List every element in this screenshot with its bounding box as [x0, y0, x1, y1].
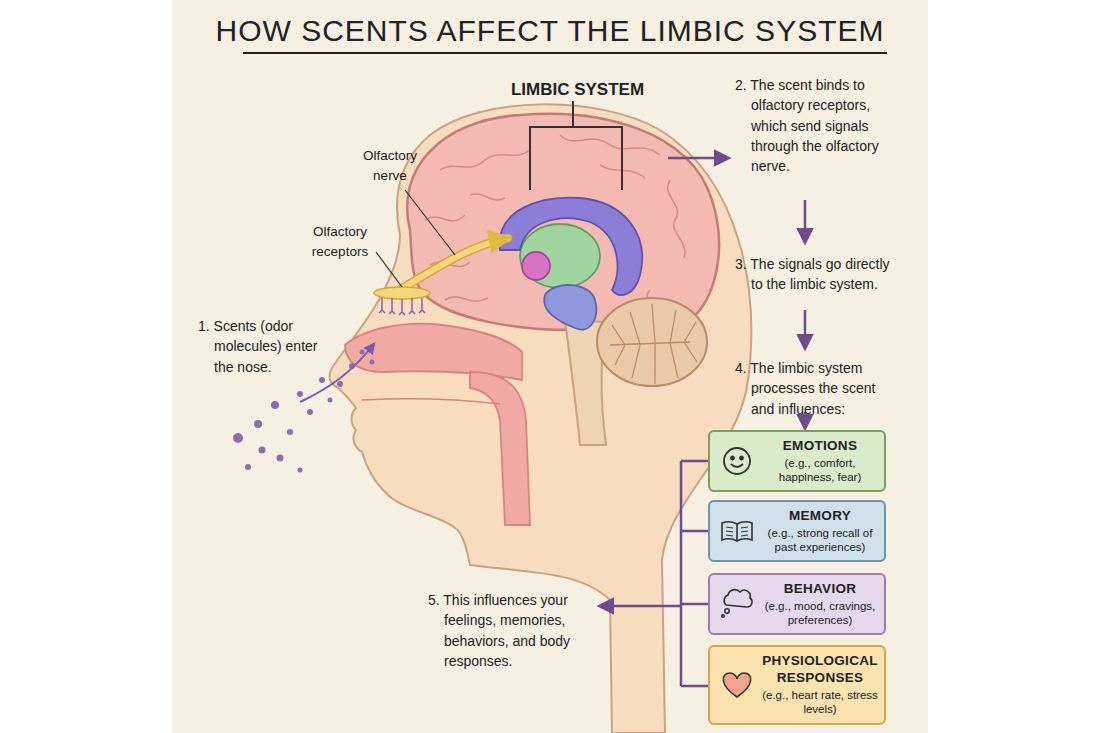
nasal-cavity: [345, 324, 522, 380]
step-text: 2. The scent binds to olfactory receptor…: [735, 75, 900, 176]
olfactory-bulb: [374, 287, 430, 299]
structure-label: LIMBIC SYSTEM: [505, 78, 650, 103]
cerebellum-branches: [610, 304, 697, 384]
paper-background: [172, 0, 928, 733]
box-heading: MEMORY: [762, 508, 878, 524]
callout-label: Olfactory receptors: [298, 222, 382, 261]
box-examples: (e.g., strong recall of past experiences…: [762, 526, 878, 555]
brain-folds: [425, 135, 685, 304]
flow-arrow: [600, 605, 681, 608]
olfactory-nerve: [398, 238, 508, 291]
behavior-box: BEHAVIOR (e.g., mood, cravings, preferenc…: [708, 573, 886, 635]
nerve-leader: [405, 190, 455, 255]
head-silhouette: [330, 104, 752, 733]
throat: [470, 372, 530, 525]
leader-lines: [376, 190, 455, 287]
olfactory-nerve-outline: [398, 238, 508, 291]
emotion-box: EMOTIONS (e.g., comfort, happiness, fear): [708, 430, 886, 492]
limbic-structures: [500, 198, 643, 330]
olfactory-pathway: [374, 238, 508, 315]
receptor-cells: [379, 298, 425, 315]
flow-arrow: [668, 157, 728, 160]
box-examples: (e.g., comfort, happiness, fear): [762, 456, 878, 485]
step-text: 3. The signals go directly to the limbic…: [735, 254, 900, 295]
box-examples: (e.g., mood, cravings, preferences): [762, 599, 878, 628]
amygdala: [544, 285, 596, 330]
box-heading: BEHAVIOR: [762, 581, 878, 597]
flow-arrow: [804, 200, 807, 242]
box-heading: EMOTIONS: [762, 438, 878, 454]
thalamus-region: [520, 224, 600, 288]
outcome-bracket: [681, 461, 708, 686]
receptor-leader: [376, 252, 402, 287]
cingulate-arc: [500, 198, 643, 295]
title-underline: [243, 52, 887, 54]
callout-label: Olfactory nerve: [352, 146, 428, 185]
step-text: 4. The limbic system processes the scent…: [735, 358, 900, 419]
head-profile: [330, 104, 752, 733]
memory-box: MEMORY (e.g., strong recall of past exper…: [708, 500, 886, 562]
brain: [407, 114, 719, 445]
box-heading: PHYSIOLOGICAL RESPONSES: [762, 653, 878, 685]
flow-arrow: [804, 310, 807, 348]
hypothalamus: [522, 252, 550, 280]
palate-line: [362, 399, 500, 404]
step-text: 5. This influences your feelings, memori…: [428, 590, 598, 671]
physiology-box: PHYSIOLOGICAL RESPONSES (e.g., heart rate…: [708, 645, 886, 725]
cerebellum: [597, 298, 707, 386]
diagram-title: HOW SCENTS AFFECT THE LIMBIC SYSTEM: [172, 14, 928, 48]
limbic-bracket: [530, 101, 622, 190]
box-examples: (e.g., heart rate, stress levels): [762, 688, 878, 717]
step-text: 1. Scents (odor molecules) enter the nos…: [198, 316, 328, 377]
